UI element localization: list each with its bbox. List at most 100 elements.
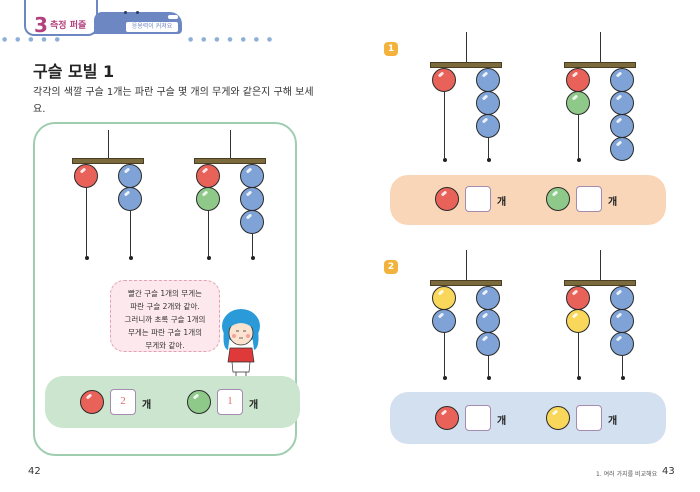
- green-bead: [196, 187, 220, 211]
- red-bead: [566, 286, 590, 310]
- blue-bead: [240, 210, 264, 234]
- bubble-line: 파란 구슬 2개와 같아.: [130, 302, 200, 311]
- green-bead: [566, 91, 590, 115]
- red-bead-answer: [80, 390, 104, 414]
- string-knot: [250, 256, 255, 260]
- blue-bead: [610, 332, 634, 356]
- mobile-bar: [72, 158, 144, 164]
- string-knot: [486, 158, 491, 162]
- page-number-right: 43: [662, 466, 675, 477]
- bead-string: [578, 114, 580, 158]
- problem-1-answer-bar: [390, 175, 666, 225]
- bubble-line: 무게는 파란 구슬 1개의: [127, 328, 203, 337]
- hang-string: [108, 130, 110, 158]
- unit-label: 개: [608, 416, 618, 427]
- green-bead-answer: [546, 187, 570, 211]
- bead-string: [252, 233, 254, 256]
- yellow-bead-answer: [546, 406, 570, 430]
- page-title: 구슬 모빌 1: [33, 62, 115, 81]
- tag-label: 응용력이 커져요: [126, 22, 178, 32]
- page-number-left: 42: [28, 466, 41, 477]
- footer-section: 1. 여러 가지를 비교해요: [596, 471, 658, 478]
- hang-string: [600, 32, 602, 62]
- hang-string: [466, 32, 468, 62]
- problem-badge-1: 1: [384, 42, 398, 56]
- yellow-bead: [566, 309, 590, 333]
- bead-string: [444, 332, 446, 376]
- instructions: 각각의 색깔 구슬 1개는 파란 구슬 몇 개의 무게와 같은지 구해 보세요.: [33, 87, 314, 115]
- string-knot: [442, 158, 447, 162]
- unit-label: 개: [497, 197, 507, 208]
- mobile-bar: [564, 62, 636, 68]
- unit-label: 개: [249, 400, 259, 411]
- blue-bead: [610, 91, 634, 115]
- bead-string: [208, 210, 210, 256]
- red-bead-answer: [435, 406, 459, 430]
- red-bead-answer: [435, 187, 459, 211]
- answer-box[interactable]: [576, 405, 602, 431]
- blue-bead: [610, 137, 634, 161]
- blue-bead: [610, 309, 634, 333]
- string-knot: [620, 376, 625, 380]
- example-frame: [33, 122, 297, 456]
- bead-string: [622, 355, 624, 376]
- red-bead: [566, 68, 590, 92]
- blue-bead: [610, 114, 634, 138]
- hang-string: [466, 250, 468, 280]
- red-bead: [432, 68, 456, 92]
- string-knot: [486, 376, 491, 380]
- hang-string: [600, 250, 602, 280]
- string-knot: [576, 158, 581, 162]
- green-bead-answer: [187, 390, 211, 414]
- red-bead: [196, 164, 220, 188]
- answer-box[interactable]: [465, 405, 491, 431]
- red-bead: [74, 164, 98, 188]
- blue-bead: [476, 68, 500, 92]
- chapter-name: 측정 퍼즐: [50, 21, 87, 31]
- hippo-eye-icon: [136, 11, 139, 14]
- unit-label: 개: [497, 416, 507, 427]
- answer-box[interactable]: [465, 186, 491, 212]
- mobile-bar: [430, 280, 502, 286]
- speech-bubble: 빨간 구슬 1개의 무게는 파란 구슬 2개와 같아. 그러니까 초록 구슬 1…: [110, 280, 220, 352]
- girl-character-icon: [222, 309, 260, 378]
- blue-bead: [476, 309, 500, 333]
- answer-box[interactable]: 1: [217, 389, 243, 415]
- answer-box[interactable]: [576, 186, 602, 212]
- string-knot: [442, 376, 447, 380]
- string-knot: [206, 256, 211, 260]
- blue-bead: [476, 114, 500, 138]
- answer-box[interactable]: 2: [110, 389, 136, 415]
- mobile-bar: [564, 280, 636, 286]
- bubble-line: 무게와 같아.: [145, 341, 185, 350]
- bead-string: [86, 187, 88, 256]
- bead-string: [488, 137, 490, 158]
- bead-string: [444, 91, 446, 158]
- blue-bead: [476, 91, 500, 115]
- hippo-eye-icon: [124, 11, 127, 14]
- blue-bead: [240, 164, 264, 188]
- problem-badge-2: 2: [384, 260, 398, 274]
- header-dots-left: ● ● ● ● ●: [2, 36, 63, 43]
- bubble-line: 그러니까 초록 구슬 1개의: [124, 315, 206, 324]
- blue-bead: [118, 164, 142, 188]
- bead-string: [130, 210, 132, 256]
- string-knot: [84, 256, 89, 260]
- header-dots-right: ● ● ● ● ● ● ●: [188, 36, 276, 43]
- yellow-bead: [432, 286, 456, 310]
- blue-bead: [240, 187, 264, 211]
- blue-bead: [610, 286, 634, 310]
- problem-2-answer-bar: [390, 392, 666, 444]
- string-knot: [128, 256, 133, 260]
- unit-label: 개: [608, 197, 618, 208]
- bead-string: [578, 332, 580, 376]
- mobile-bar: [194, 158, 266, 164]
- hang-string: [230, 130, 232, 158]
- bubble-line: 빨간 구슬 1개의 무게는: [127, 289, 203, 298]
- chapter-number: 3: [34, 13, 48, 37]
- blue-bead: [432, 309, 456, 333]
- mobile-bar: [430, 62, 502, 68]
- string-knot: [576, 376, 581, 380]
- blue-bead: [118, 187, 142, 211]
- blue-bead: [476, 286, 500, 310]
